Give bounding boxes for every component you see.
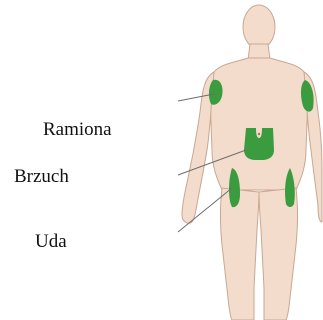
- left-leg: [221, 188, 260, 320]
- head: [243, 5, 275, 49]
- label-arms: Ramiona: [43, 119, 112, 141]
- torso: [210, 58, 309, 190]
- label-thighs: Uda: [35, 231, 67, 253]
- label-belly: Brzuch: [14, 166, 69, 188]
- right-leg: [259, 188, 298, 320]
- body-silhouette: [182, 5, 322, 320]
- navel: [258, 133, 260, 135]
